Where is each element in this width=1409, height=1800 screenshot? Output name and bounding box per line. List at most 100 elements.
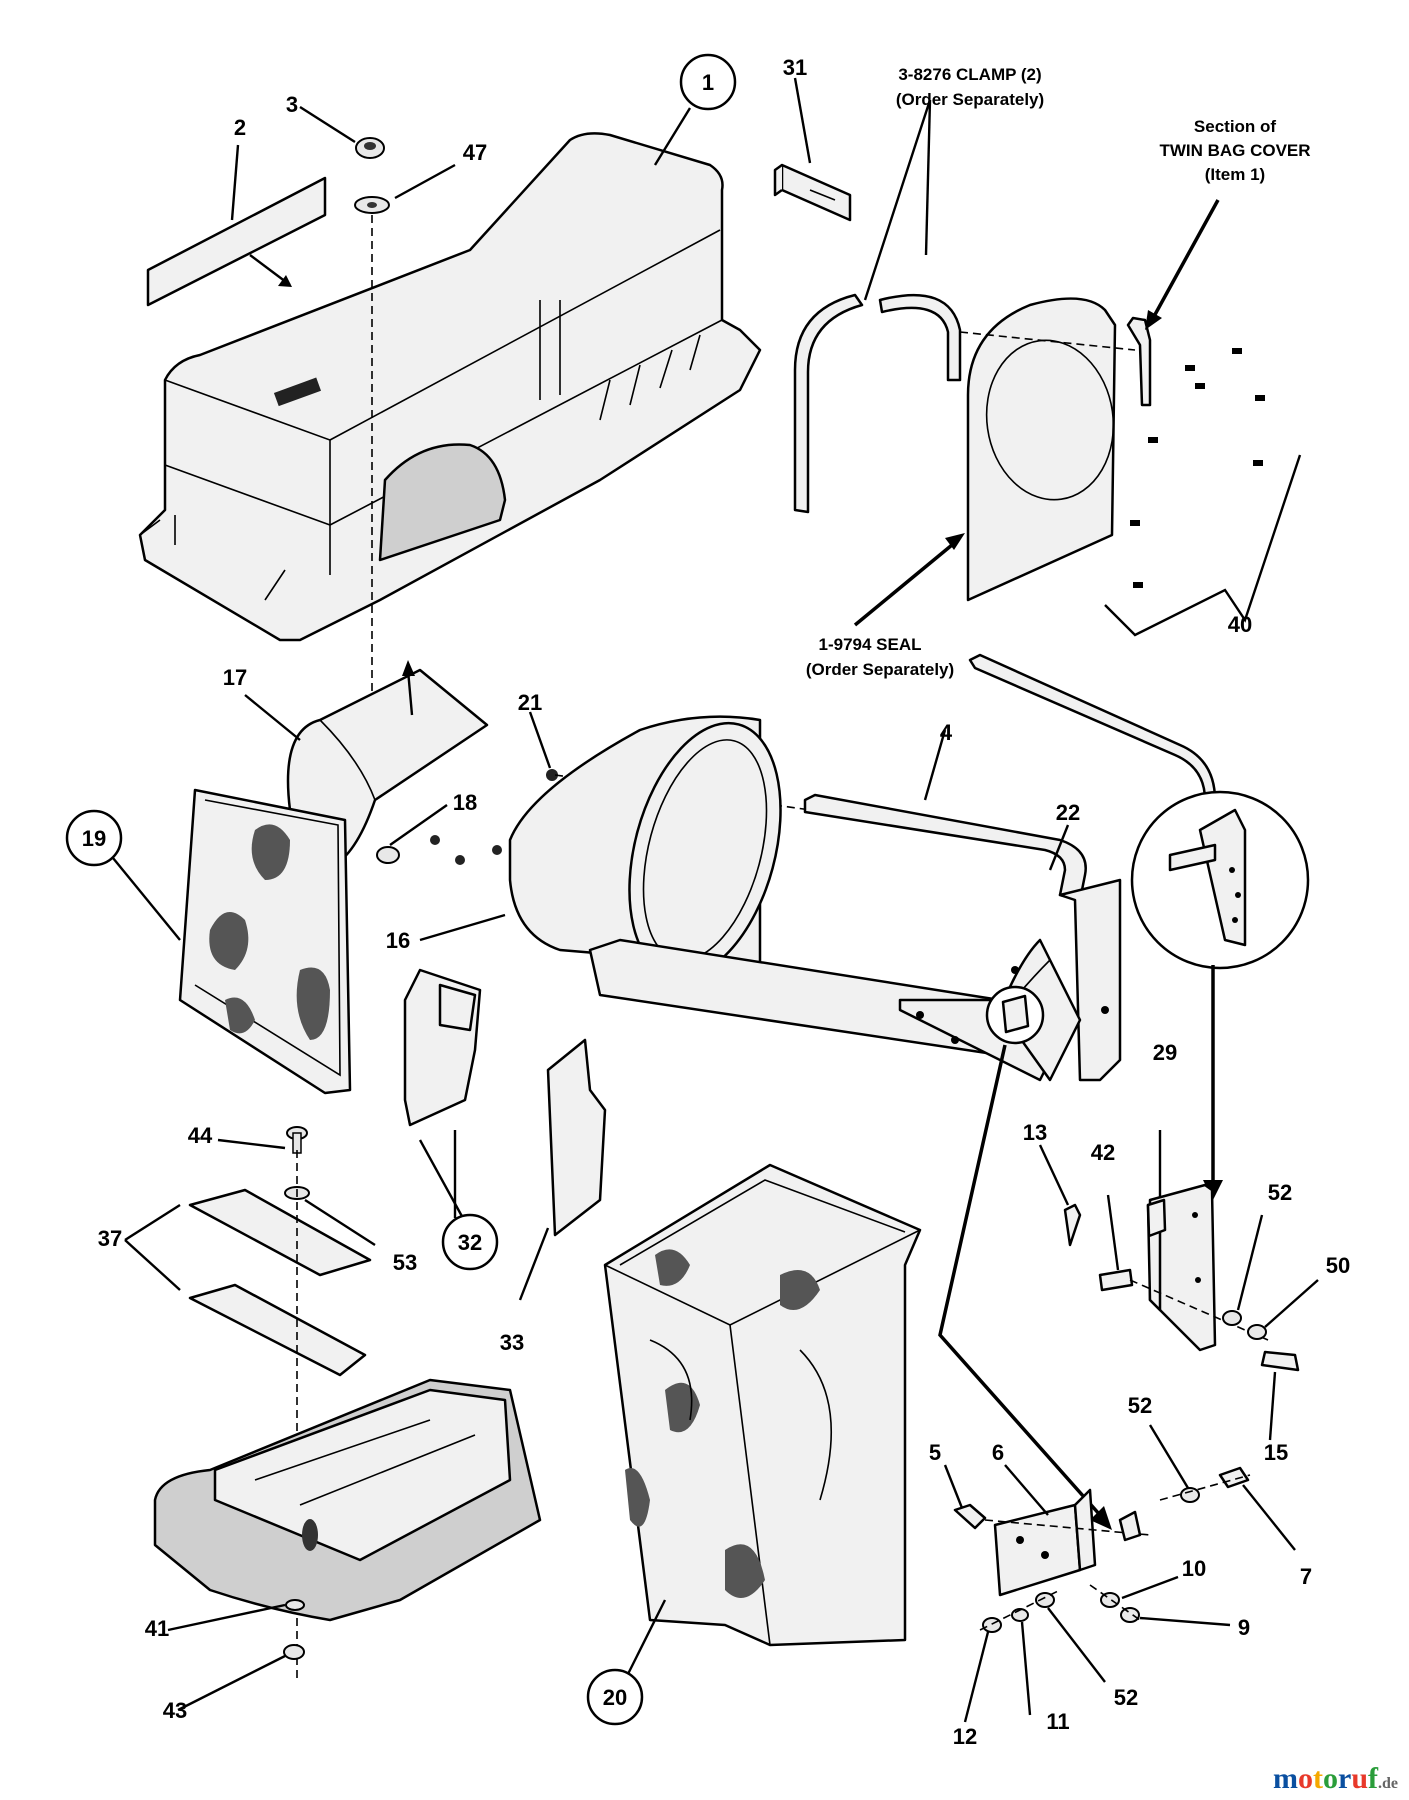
bracket-6 — [993, 1488, 1097, 1597]
washer-52c — [1035, 1592, 1055, 1608]
callout-40: 40 — [1228, 612, 1252, 637]
callout-circle-32 — [441, 1213, 499, 1271]
part-32 — [403, 968, 482, 1127]
callout-53: 53 — [393, 1250, 417, 1275]
callout-13: 13 — [1023, 1120, 1047, 1145]
detail-circle-bracket — [1130, 790, 1310, 1200]
nut-21 — [546, 769, 558, 781]
spacer-29 — [1146, 1198, 1167, 1238]
bolt-7 — [1218, 1466, 1250, 1489]
washer-52b — [1180, 1487, 1200, 1503]
callout-1: 1 — [702, 70, 714, 95]
callout-52-middle: 52 — [1128, 1393, 1152, 1418]
pin-bushing — [1118, 1510, 1142, 1542]
callout-41: 41 — [145, 1616, 169, 1641]
frame-4 — [588, 653, 1217, 1082]
tray — [153, 1378, 542, 1622]
callout-circle-19 — [65, 809, 123, 867]
callout-29: 29 — [1153, 1040, 1177, 1065]
callout-17: 17 — [223, 665, 247, 690]
callout-43: 43 — [163, 1698, 187, 1723]
nut-43 — [283, 1644, 305, 1660]
callout-22: 22 — [1056, 800, 1080, 825]
section-note-line3: (Item 1) — [1205, 165, 1265, 184]
circled-callouts — [65, 53, 737, 1726]
callout-15: 15 — [1264, 1440, 1288, 1465]
callout-circle-20 — [586, 1668, 644, 1726]
washer-41 — [285, 1599, 305, 1611]
section-note-line1: Section of — [1194, 117, 1277, 136]
callout-52-upper: 52 — [1268, 1180, 1292, 1205]
watermark-suffix: .de — [1378, 1775, 1398, 1792]
callout-6: 6 — [992, 1440, 1004, 1465]
cover-section — [1126, 316, 1152, 407]
leader-lines — [112, 77, 1319, 1723]
decal — [146, 176, 327, 307]
callout-16: 16 — [386, 928, 410, 953]
callout-20: 20 — [603, 1685, 627, 1710]
callout-10: 10 — [1182, 1556, 1206, 1581]
clamp-note-line1: 3-8276 CLAMP (2) — [898, 65, 1041, 84]
callout-3: 3 — [286, 92, 298, 117]
callout-47: 47 — [463, 140, 487, 165]
callout-circle-1 — [679, 53, 737, 111]
nut-18 — [376, 846, 400, 864]
clamp-note-line2: (Order Separately) — [896, 90, 1044, 109]
callout-18: 18 — [453, 790, 477, 815]
watermark-letter: m — [1273, 1762, 1298, 1795]
callout-12: 12 — [953, 1724, 977, 1749]
nut-9 — [1120, 1607, 1140, 1623]
nut-50 — [1247, 1324, 1267, 1340]
callout-7: 7 — [1300, 1564, 1312, 1589]
bracket-40-lead — [1104, 454, 1302, 637]
washer-52a — [1222, 1310, 1242, 1326]
notes: 3-8276 CLAMP (2) (Order Separately) 1-97… — [806, 65, 1311, 679]
bolt-15 — [1260, 1350, 1300, 1372]
watermark-brand: motoruf — [1273, 1762, 1379, 1795]
bag-20 — [603, 1163, 922, 1647]
seal-note-line2: (Order Separately) — [806, 660, 954, 679]
part-33 — [546, 1038, 607, 1237]
chute-16 — [508, 715, 782, 987]
callout-32: 32 — [458, 1230, 482, 1255]
callout-37: 37 — [98, 1226, 122, 1251]
bolt-44 — [286, 1126, 308, 1154]
watermark-text: motoruf.de — [1273, 1762, 1398, 1795]
callout-42: 42 — [1091, 1140, 1115, 1165]
callout-33: 33 — [500, 1330, 524, 1355]
bolt-5 — [953, 1503, 987, 1530]
callout-11: 11 — [1046, 1709, 1069, 1734]
plates-37 — [188, 1188, 372, 1377]
watermark-letter: o — [1323, 1762, 1338, 1795]
watermark-letter: r — [1338, 1762, 1351, 1795]
screen-19 — [178, 788, 352, 1095]
callout-2: 2 — [234, 115, 246, 140]
callout-19: 19 — [82, 826, 106, 851]
section-note-line2: TWIN BAG COVER — [1159, 141, 1310, 160]
twin-bag-cover — [138, 132, 762, 642]
bracket-31 — [773, 163, 852, 222]
clamp-right — [878, 293, 962, 382]
screws-40 — [1130, 348, 1265, 588]
callout-52-lower: 52 — [1114, 1685, 1138, 1710]
watermark-letter: f — [1368, 1762, 1379, 1795]
watermark-letter: o — [1298, 1762, 1313, 1795]
bolt-42 — [1098, 1268, 1134, 1292]
watermark-letter: t — [1313, 1762, 1323, 1795]
clip-13 — [1063, 1203, 1082, 1247]
watermark-letter: u — [1351, 1762, 1368, 1795]
seal-note-line1: 1-9794 SEAL — [819, 635, 922, 654]
callout-5: 5 — [929, 1440, 941, 1465]
callout-4: 4 — [940, 720, 953, 745]
callout-21: 21 — [518, 690, 542, 715]
callout-44: 44 — [188, 1123, 213, 1148]
detail-circle-pin — [938, 985, 1112, 1530]
clamp-left — [793, 293, 864, 514]
callout-9: 9 — [1238, 1615, 1250, 1640]
callout-31: 31 — [783, 55, 807, 80]
callout-50: 50 — [1326, 1253, 1350, 1278]
seal — [959, 297, 1136, 602]
callout-labels: 1 2 3 4 5 6 7 9 10 11 12 13 15 16 17 18 … — [82, 55, 1350, 1749]
